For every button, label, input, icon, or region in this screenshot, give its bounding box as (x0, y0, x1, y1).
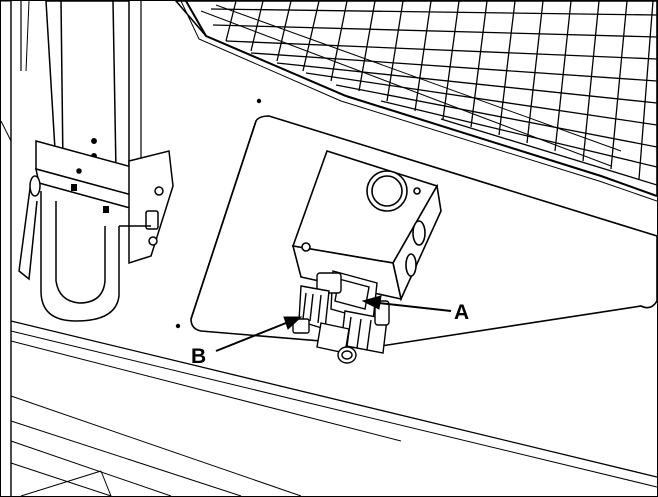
valve-block (291, 150, 442, 302)
wire-mesh-guard (174, 1, 657, 202)
hole-dot (256, 98, 262, 104)
fitting-cluster (292, 270, 390, 364)
callout-leaders (215, 295, 452, 352)
callout-label-a: A (454, 301, 469, 324)
hole-dot (175, 323, 181, 329)
callout-label-b: B (191, 345, 206, 368)
lift-strap-assembly (18, 1, 174, 322)
